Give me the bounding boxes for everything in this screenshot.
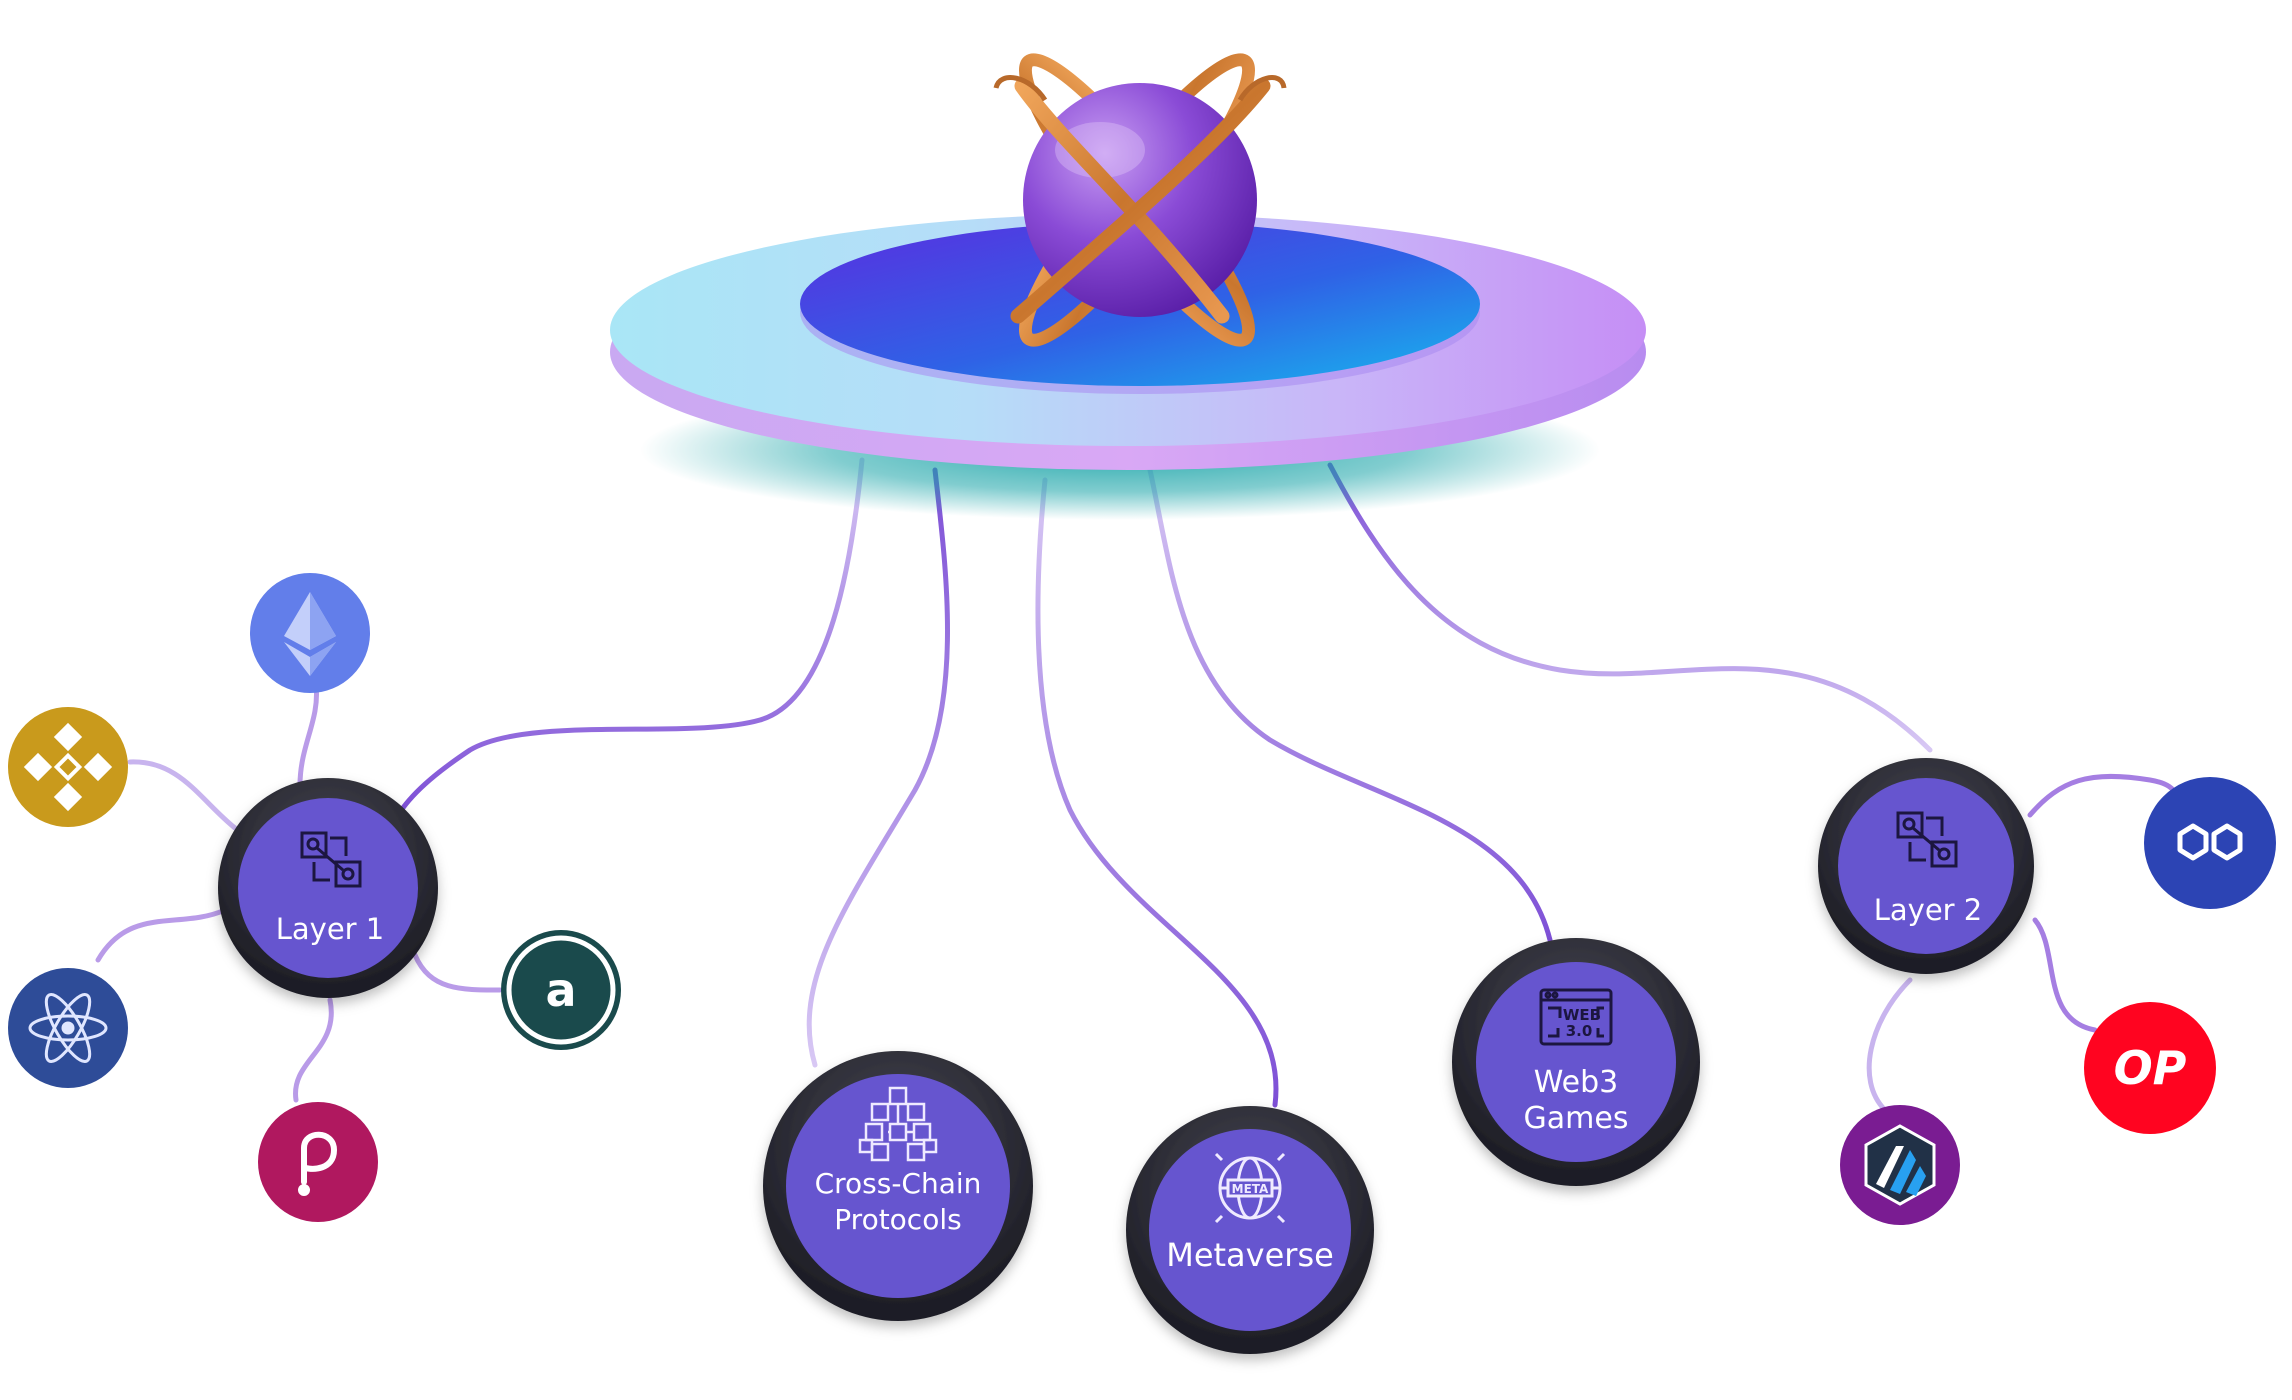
coin-ethereum[interactable] bbox=[250, 573, 370, 693]
connector-layer2-optimism bbox=[2032, 917, 2098, 1033]
layer-connect-icon bbox=[1896, 811, 1958, 868]
meta-badge-text: META bbox=[1232, 1182, 1269, 1196]
node-metaverse-face bbox=[1149, 1129, 1351, 1331]
web3-badge-line1: WEB bbox=[1563, 1006, 1601, 1024]
blockchain-cubes-icon bbox=[858, 1086, 938, 1162]
coin-cosmos[interactable] bbox=[8, 968, 128, 1088]
node-layer1[interactable]: Layer 1 bbox=[218, 778, 438, 998]
meta-globe-icon bbox=[1214, 1152, 1286, 1224]
ethereum-icon bbox=[284, 592, 336, 676]
binance-icon bbox=[23, 722, 113, 812]
connector-hub-layer2 bbox=[1327, 462, 1933, 753]
polygon-icon bbox=[2177, 823, 2243, 861]
coin-arweave[interactable]: a bbox=[501, 930, 621, 1050]
node-web3-games-line2: Games bbox=[1524, 1101, 1629, 1136]
coin-polygon[interactable] bbox=[2144, 777, 2276, 909]
node-web3-games[interactable]: WEB 3.0 Web3 Games bbox=[1452, 938, 1700, 1186]
arweave-icon: a bbox=[545, 963, 576, 1017]
node-cross-chain-face bbox=[786, 1074, 1010, 1298]
hub-orbit-rings-front bbox=[1010, 78, 1271, 324]
connector-layer1-ethereum bbox=[297, 682, 320, 788]
connector-layer1-binance bbox=[127, 759, 238, 831]
connector-layer1-polkadot bbox=[293, 997, 334, 1103]
connector-hub-web3 bbox=[1147, 467, 1553, 943]
node-layer2-label: Layer 2 bbox=[1874, 893, 1983, 927]
node-metaverse-label: Metaverse bbox=[1166, 1236, 1334, 1274]
cross-chain-hub bbox=[610, 53, 1646, 520]
connector-hub-crosschain bbox=[806, 467, 950, 1068]
node-layer1-face bbox=[238, 798, 418, 978]
node-cross-chain-protocols[interactable]: Cross-Chain Protocols bbox=[763, 1051, 1033, 1321]
node-web3-games-line1: Web3 bbox=[1534, 1065, 1619, 1100]
optimism-icon: OP bbox=[2114, 1041, 2187, 1095]
connector-layer1-cosmos bbox=[95, 907, 228, 963]
hub-sphere-highlight bbox=[1055, 122, 1145, 178]
node-layer2-face bbox=[1838, 778, 2014, 954]
coin-polkadot[interactable] bbox=[258, 1102, 378, 1222]
connector-hub-metaverse bbox=[1035, 477, 1279, 1108]
web3-badge-line2: 3.0 bbox=[1566, 1022, 1593, 1040]
connector-lines bbox=[95, 457, 2179, 1113]
polkadot-icon bbox=[298, 1131, 338, 1196]
node-metaverse[interactable]: META Metaverse bbox=[1126, 1106, 1374, 1354]
node-layer1-label: Layer 1 bbox=[276, 912, 385, 946]
node-web3-games-face bbox=[1476, 962, 1676, 1162]
connector-layer1-arweave bbox=[412, 952, 503, 993]
node-cross-chain-line2: Protocols bbox=[834, 1203, 961, 1236]
cosmos-atom-icon bbox=[28, 993, 108, 1063]
coin-binance[interactable] bbox=[8, 707, 128, 827]
web3-browser-icon bbox=[1539, 988, 1613, 1046]
arbitrum-icon bbox=[1864, 1124, 1936, 1206]
hub-ring-tips bbox=[993, 75, 1287, 102]
connector-layer2-arbitrum bbox=[1866, 977, 1913, 1113]
layer-connect-icon bbox=[300, 831, 362, 888]
coin-arbitrum[interactable] bbox=[1840, 1105, 1960, 1225]
connector-hub-layer1 bbox=[397, 457, 865, 815]
coin-optimism[interactable]: OP bbox=[2084, 1002, 2216, 1134]
node-layer2[interactable]: Layer 2 bbox=[1818, 758, 2034, 974]
node-cross-chain-line1: Cross-Chain bbox=[815, 1167, 982, 1200]
